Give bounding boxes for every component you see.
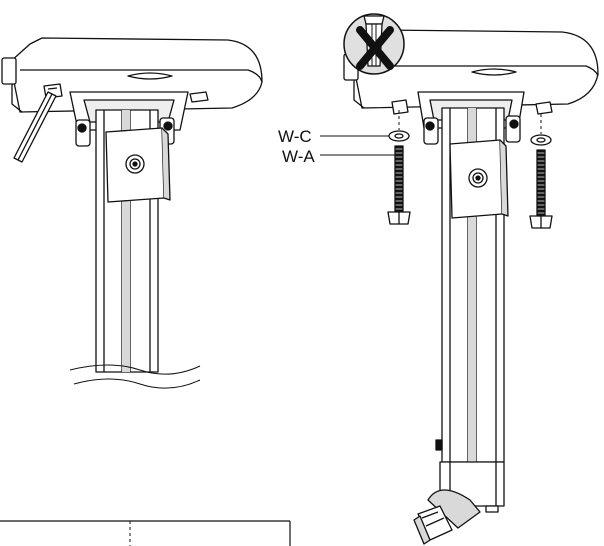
left-clamp-block xyxy=(105,127,171,203)
right-washer xyxy=(530,134,552,146)
right-pole-end xyxy=(427,461,505,529)
right-assembly xyxy=(320,29,599,545)
washer-label: W-C xyxy=(278,127,312,146)
crossed-out-wall-anchor-icon xyxy=(343,13,405,75)
left-ceiling-waves xyxy=(69,364,201,389)
left-washer xyxy=(388,130,410,142)
right-bolt xyxy=(529,114,553,229)
cable-connector xyxy=(413,505,453,545)
bolt-label: W-A xyxy=(282,147,315,166)
allen-key xyxy=(13,91,57,163)
right-ceiling-plate xyxy=(343,29,599,115)
table-fragment xyxy=(0,520,291,546)
left-assembly xyxy=(1,37,263,389)
right-clamp-block xyxy=(449,139,509,219)
left-bolt xyxy=(387,110,411,225)
